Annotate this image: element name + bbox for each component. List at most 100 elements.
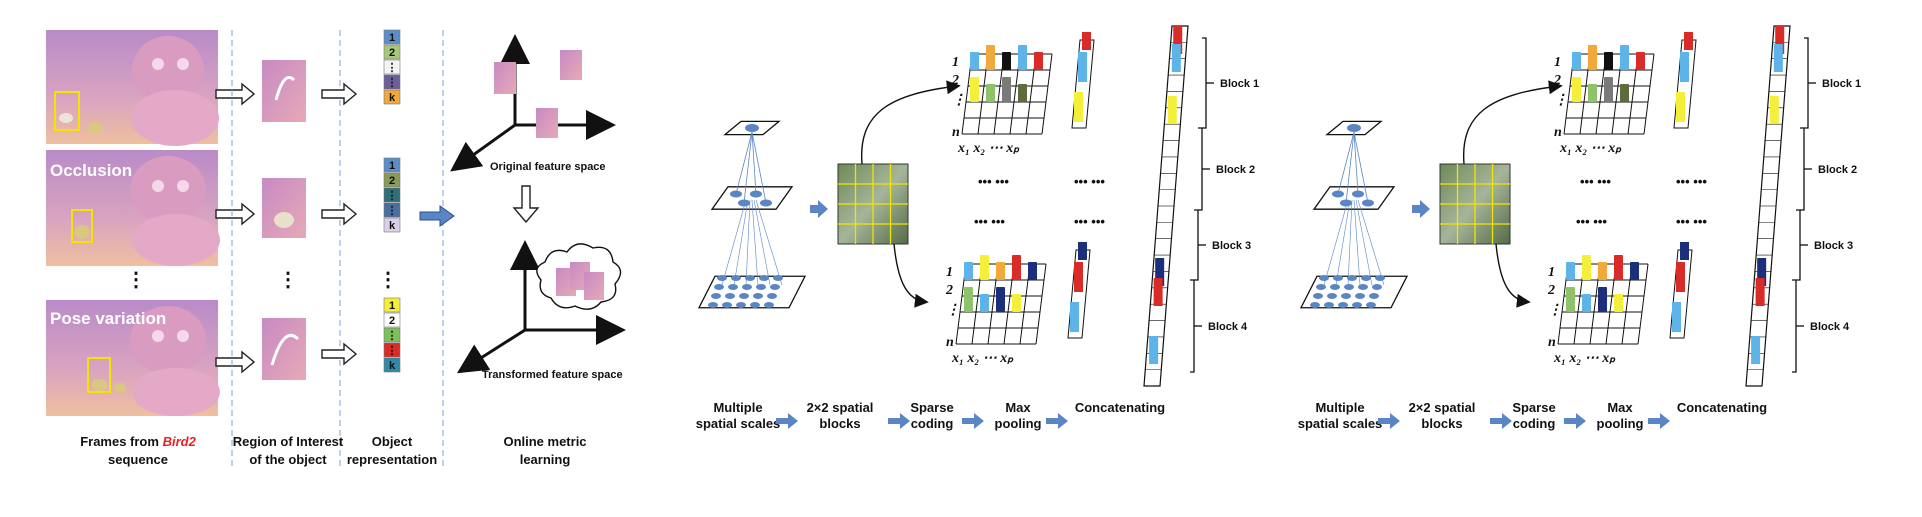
pyramid-link [735,131,753,195]
pooled-bar [1680,242,1689,260]
pooled-vector [1669,242,1693,339]
block-label: Block 2 [1818,164,1857,176]
coef-bar [1034,52,1043,70]
step-line2: coding [1513,416,1556,431]
scale-plane [710,186,794,210]
row-label: 2 [951,73,959,88]
coef-bar [1598,262,1607,280]
step-arrow [776,413,798,429]
coef-bar [970,77,979,102]
block-brace [1194,209,1199,281]
pyramid-link [1355,199,1373,286]
sparse-code-grid: 12⋮nx₁ x₂ ⋯ xₚ [951,45,1053,156]
roi-box [71,209,93,243]
coef-bar [1018,84,1027,102]
coef-bar [996,262,1005,280]
pyramid-link [745,199,751,286]
vector-cell-label: ⋮ [387,77,398,89]
node [767,293,777,299]
node [731,275,741,281]
pyramid-link [1323,199,1349,286]
curve-arrow [1462,80,1563,165]
pooled-bar [1078,52,1087,82]
vector-cell [383,29,401,45]
pooled-bar [1672,302,1681,332]
node [1366,302,1376,308]
pyramid-link [721,199,747,286]
vector-cell [383,312,401,328]
frame-3: Pose variation [46,300,220,416]
obj-caption-line1: Object [372,434,413,449]
concat-bar [1149,336,1159,364]
block-label: Block 3 [1814,240,1853,252]
step-line2: blocks [1421,416,1462,431]
object-vector: 12⋮⋮k [383,297,401,373]
node [708,302,718,308]
pooled-bar [1684,32,1693,50]
step-arrow [1648,413,1670,429]
concat-bar [1173,26,1183,54]
ellipsis-dots: ••• ••• [1676,214,1707,229]
grid-line [1637,263,1649,345]
pyramid-link [1335,199,1351,286]
node [1330,284,1340,290]
row-label: ⋮ [1554,93,1568,108]
node [728,284,738,290]
node [759,275,769,281]
block-brace [1796,209,1801,281]
coef-bar [1028,262,1037,280]
coef-bar [1012,255,1021,280]
step-line2: spatial scales [696,416,781,431]
coef-bar [1002,77,1011,102]
node [1355,293,1365,299]
scale-plane [1312,186,1396,210]
vector-cell-label: 2 [389,175,395,187]
concat-bar [1751,336,1761,364]
vector-cell-label: k [389,92,396,104]
concat-bar [1769,96,1779,124]
object-vector: 12⋮⋮k [383,157,401,233]
node [742,284,752,290]
node [1319,275,1329,281]
row-label: 1 [1554,55,1561,70]
vector-cell-label: 1 [389,160,395,172]
coef-bar [964,262,973,280]
vector-cell-label: k [389,360,396,372]
block-label: Block 2 [1216,164,1255,176]
node [1372,284,1382,290]
vector-cell-label: ⋮ [387,190,398,202]
step-arrow [888,413,910,429]
concat-bar [1755,278,1765,306]
coef-bar [1598,287,1607,312]
vector-cell [383,202,401,218]
node [745,275,755,281]
grid-line [1643,53,1655,135]
sparse-code-grid: 12⋮nx₁ x₂ ⋯ xₚ [1553,45,1655,156]
step-line1: Multiple [713,400,762,415]
pooled-bar [1074,262,1083,292]
frames-caption-line2: sequence [108,452,168,467]
ellipsis-dots: ••• ••• [1576,214,1607,229]
row-label: n [1548,335,1556,350]
pyramid-link [1353,131,1359,195]
metric-caption-line2: learning [520,452,571,467]
coef-bar [1620,45,1629,70]
vector-cell [383,342,401,358]
coef-bar [1572,52,1581,70]
pyramid-link [1357,199,1385,286]
frames-caption-line1: Frames from Bird2 [80,434,196,449]
transformed-feature-space-label: Transformed feature space [482,369,623,381]
x-labels: x₁ x₂ ⋯ xₚ [1559,141,1622,156]
step-arrow [962,413,984,429]
node [1341,293,1351,299]
step-arrow [1378,413,1400,429]
coef-bar [1018,45,1027,70]
row-label: ⋮ [952,93,966,108]
coef-bar [980,294,989,312]
pyramid-link [1347,199,1353,286]
row-label: 2 [1553,73,1561,88]
ellipsis-dots: ••• ••• [978,174,1009,189]
